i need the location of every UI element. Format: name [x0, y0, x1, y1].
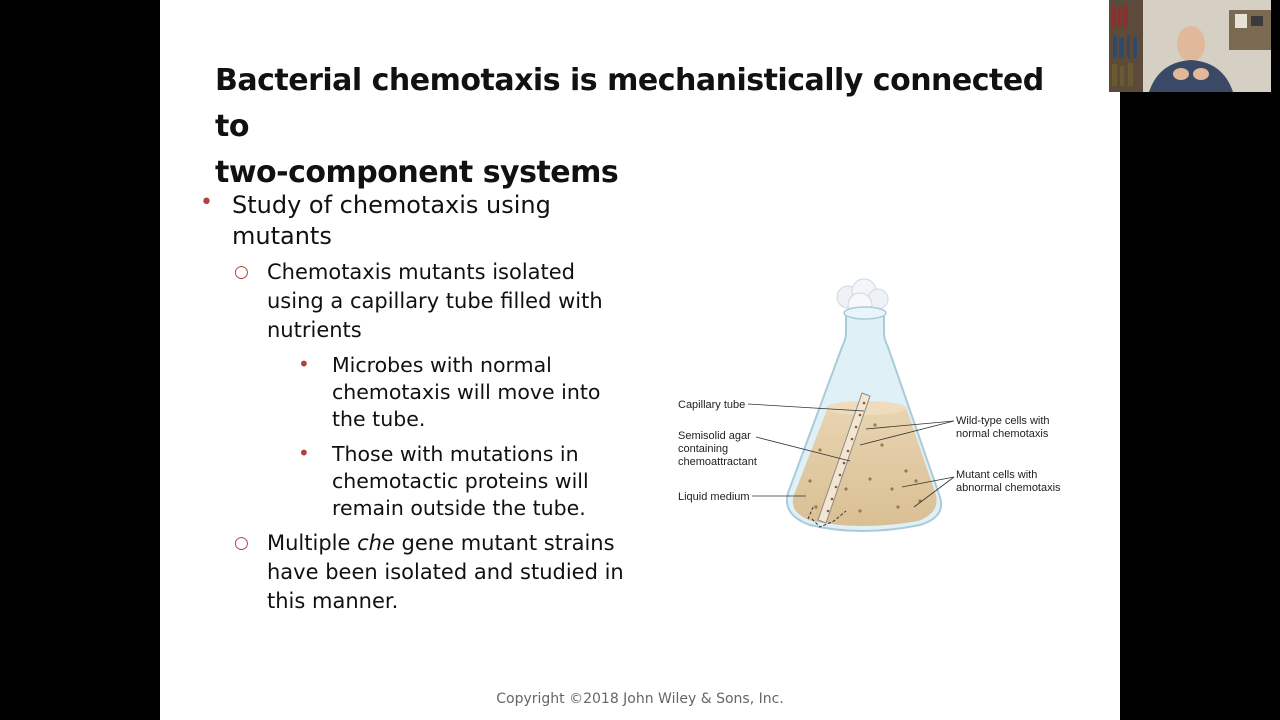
circle-bullet-icon: ○: [234, 533, 249, 553]
subsub-mutations: • Those with mutations in chemotactic pr…: [298, 441, 589, 522]
slide-title: Bacterial chemotaxis is mechanistically …: [215, 58, 1075, 196]
label-semisolid-agar: Semisolid agar: [678, 430, 751, 442]
bullet-line: Study of chemotaxis using: [232, 191, 551, 219]
bullet-line: Chemotaxis mutants isolated: [267, 260, 576, 284]
subbullet-che-genes: ○ Multiple che gene mutant strains have …: [234, 529, 624, 616]
bullet-line: Those with mutations in: [332, 442, 579, 466]
text-run: Multiple: [267, 531, 358, 555]
label-abnormal-chemotaxis: abnormal chemotaxis: [956, 482, 1061, 494]
label-capillary-tube: Capillary tube: [678, 399, 745, 411]
bullet-line: mutants: [232, 222, 332, 250]
bullet-line: chemotactic proteins will: [332, 469, 589, 493]
italic-che: che: [357, 531, 395, 555]
title-line: Bacterial chemotaxis is mechanistically …: [215, 63, 1044, 144]
webcam-video: [1109, 0, 1271, 92]
chemotaxis-flask-figure: Capillary tube Semisolid agar containing…: [678, 278, 1061, 532]
bullet-line: Microbes with normal: [332, 353, 552, 377]
bullet-line: using a capillary tube filled with: [267, 289, 603, 313]
bullet-dot-icon: •: [200, 190, 213, 215]
bullet-line: have been isolated and studied in: [267, 560, 624, 584]
copyright-footer: Copyright ©2018 John Wiley & Sons, Inc.: [496, 691, 784, 707]
text-run: gene mutant strains: [394, 531, 615, 555]
label-normal-chemotaxis: normal chemotaxis: [956, 428, 1049, 440]
subbullet-capillary: ○ Chemotaxis mutants isolated using a ca…: [234, 258, 603, 345]
label-liquid-medium: Liquid medium: [678, 491, 750, 503]
bullet-dot-icon: •: [298, 352, 310, 376]
bullet-line: Multiple che gene mutant strains: [267, 529, 624, 558]
webcam-person-image: [1109, 0, 1271, 92]
bullet-line: nutrients: [267, 318, 362, 342]
capillary-tube-icon: [807, 392, 871, 528]
slide: Bacterial chemotaxis is mechanistically …: [160, 0, 1120, 720]
bullet-dot-icon: •: [298, 441, 310, 465]
bullet-line: the tube.: [332, 407, 426, 431]
title-line: two-component systems: [215, 155, 619, 190]
label-chemoattractant: chemoattractant: [678, 456, 757, 468]
label-containing: containing: [678, 443, 728, 455]
bullet-list: • Study of chemotaxis using mutants ○ Ch…: [160, 0, 1120, 720]
bullet-line: chemotaxis will move into: [332, 380, 601, 404]
bullet-study-chemotaxis: • Study of chemotaxis using mutants: [200, 190, 551, 252]
label-leader-lines: [747, 403, 955, 508]
label-wild-type: Wild-type cells with: [956, 415, 1050, 427]
label-mutant-cells: Mutant cells with: [956, 469, 1037, 481]
bullet-line: remain outside the tube.: [332, 496, 586, 520]
subsub-normal: • Microbes with normal chemotaxis will m…: [298, 352, 600, 433]
bullet-line: this manner.: [267, 589, 399, 613]
circle-bullet-icon: ○: [234, 262, 249, 282]
